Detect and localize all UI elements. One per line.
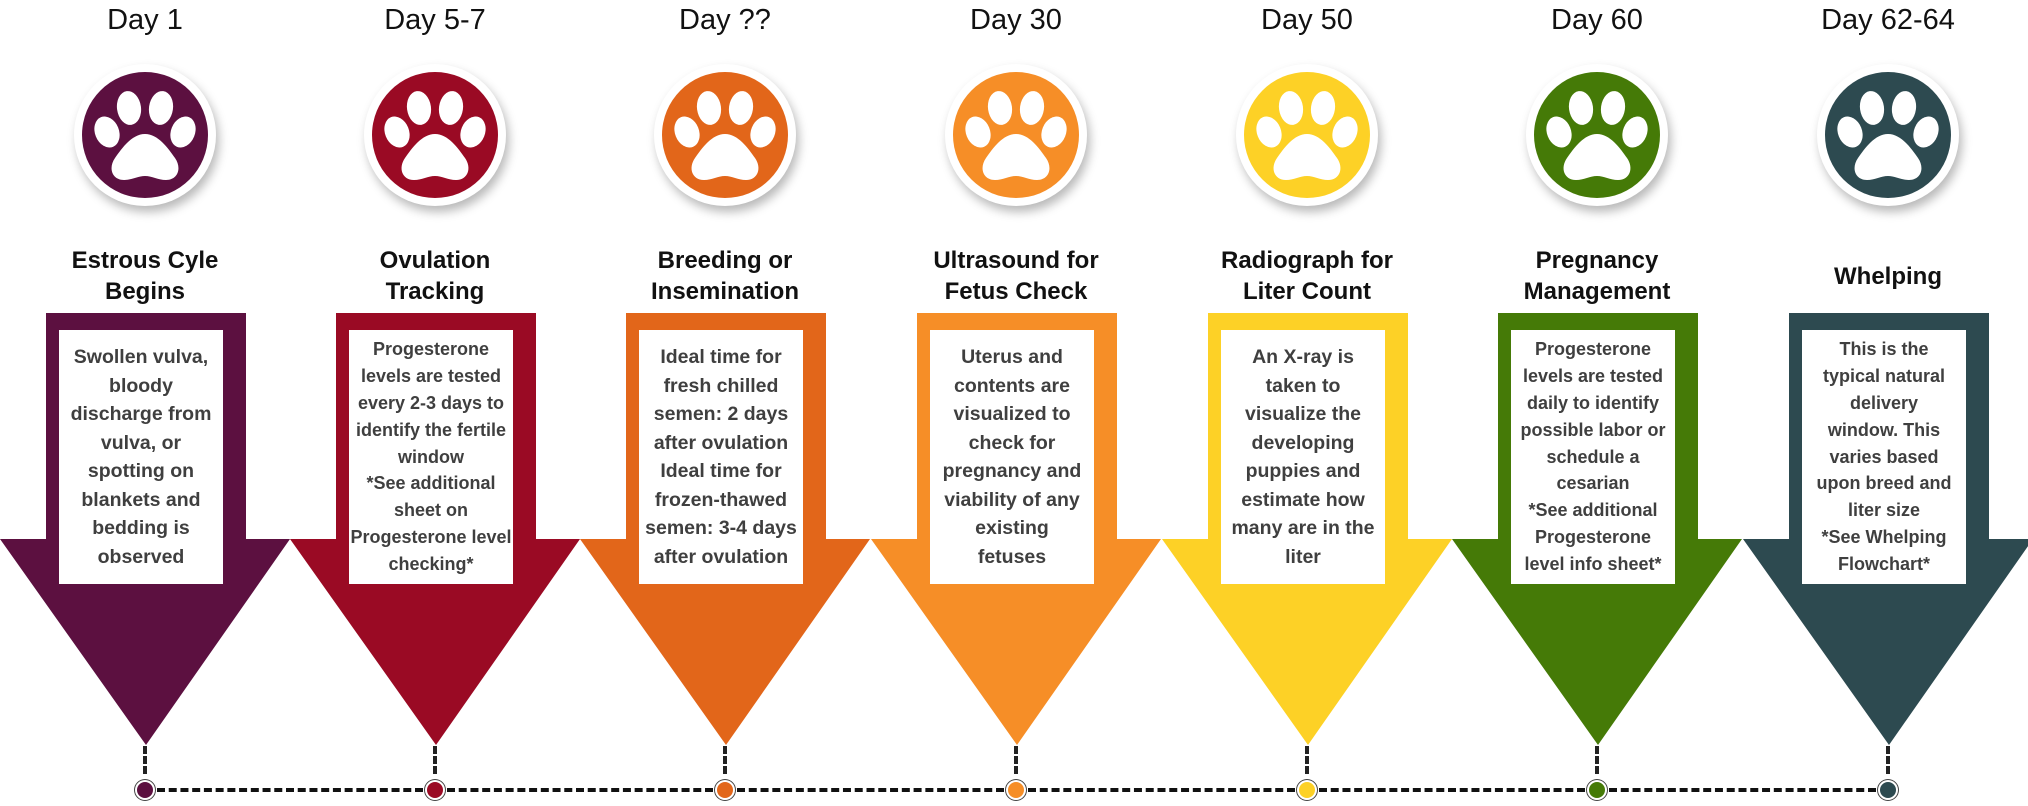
paw-badge: [1236, 64, 1378, 206]
timeline-connector: [737, 788, 1004, 792]
step-title-text: Whelping: [1834, 262, 1942, 290]
timeline-dot: [1586, 779, 1608, 801]
paw-icon: [384, 91, 486, 180]
description-text: Uterus and contents are visualized to ch…: [942, 346, 1082, 568]
description-text: Ideal time for fresh chilled semen: 2 da…: [645, 346, 797, 568]
description-box: Progesterone levels are tested daily to …: [1511, 330, 1675, 584]
step-title: Ultrasound for Fetus Check: [871, 244, 1161, 308]
timeline-stem: [1595, 746, 1599, 774]
description-text: Progesterone levels are tested every 2-3…: [350, 339, 512, 574]
paw-icon: [1837, 91, 1939, 180]
paw-icon: [1546, 91, 1648, 180]
step-title-text: Radiograph for Liter Count: [1221, 247, 1393, 305]
timeline-stem: [1886, 746, 1890, 774]
day-label: Day 1: [107, 4, 183, 36]
day-label: Day 30: [970, 4, 1062, 36]
timeline-dot: [714, 779, 736, 801]
step-title-text: Breeding or Insemination: [650, 247, 800, 305]
description-box: Ideal time for fresh chilled semen: 2 da…: [639, 330, 803, 584]
timeline-connector: [1319, 788, 1585, 792]
step-title: Pregnancy Management: [1452, 244, 1742, 308]
timeline-stem: [1014, 746, 1018, 774]
step-title: Estrous Cyle Begins: [0, 244, 290, 308]
timeline-connector: [1609, 788, 1876, 792]
timeline-dot: [1296, 779, 1318, 801]
description-box: This is the typical natural delivery win…: [1802, 330, 1966, 584]
step-title-text: Estrous Cyle Begins: [71, 247, 219, 305]
paw-badge: [945, 64, 1087, 206]
day-label: Day 5-7: [384, 4, 486, 36]
timeline-dot: [134, 779, 156, 801]
paw-badge: [654, 64, 796, 206]
timeline-stem: [1305, 746, 1309, 774]
day-label: Day 62-64: [1821, 4, 1955, 36]
description-box: Progesterone levels are tested every 2-3…: [349, 330, 513, 584]
day-label: Day 60: [1551, 4, 1643, 36]
description-text: This is the typical natural delivery win…: [1816, 339, 1952, 574]
paw-icon: [965, 91, 1067, 180]
step-title-text: Ovulation Tracking: [379, 247, 491, 305]
timeline-connector: [1028, 788, 1295, 792]
step-title-text: Ultrasound for Fetus Check: [933, 247, 1099, 305]
timeline-connector: [157, 788, 423, 792]
timeline-stem: [723, 746, 727, 774]
paw-badge: [364, 64, 506, 206]
timeline-connector: [447, 788, 713, 792]
step-title: Ovulation Tracking: [290, 244, 580, 308]
paw-badge: [74, 64, 216, 206]
timeline-dot: [424, 779, 446, 801]
timeline-dot: [1877, 779, 1899, 801]
description-text: Swollen vulva, bloody discharge from vul…: [70, 346, 212, 568]
paw-icon: [94, 91, 196, 180]
paw-icon: [674, 91, 776, 180]
description-text: Progesterone levels are tested daily to …: [1520, 339, 1666, 574]
day-label: Day 50: [1261, 4, 1353, 36]
description-box: Swollen vulva, bloody discharge from vul…: [59, 330, 223, 584]
timeline-stem: [433, 746, 437, 774]
description-text: An X-ray is taken to visualize the devel…: [1231, 346, 1375, 568]
step-title-text: Pregnancy Management: [1523, 247, 1671, 305]
paw-badge: [1817, 64, 1959, 206]
step-title: Breeding or Insemination: [580, 244, 870, 308]
paw-badge: [1526, 64, 1668, 206]
day-label: Day ??: [679, 4, 771, 36]
timeline-stem: [143, 746, 147, 774]
description-box: Uterus and contents are visualized to ch…: [930, 330, 1094, 584]
step-title: Whelping: [1743, 244, 2028, 308]
description-box: An X-ray is taken to visualize the devel…: [1221, 330, 1385, 584]
paw-icon: [1256, 91, 1358, 180]
step-title: Radiograph for Liter Count: [1162, 244, 1452, 308]
timeline-dot: [1005, 779, 1027, 801]
timeline-step: Day 50 Radiograph for Liter Count An X-ray…: [1162, 0, 1452, 806]
